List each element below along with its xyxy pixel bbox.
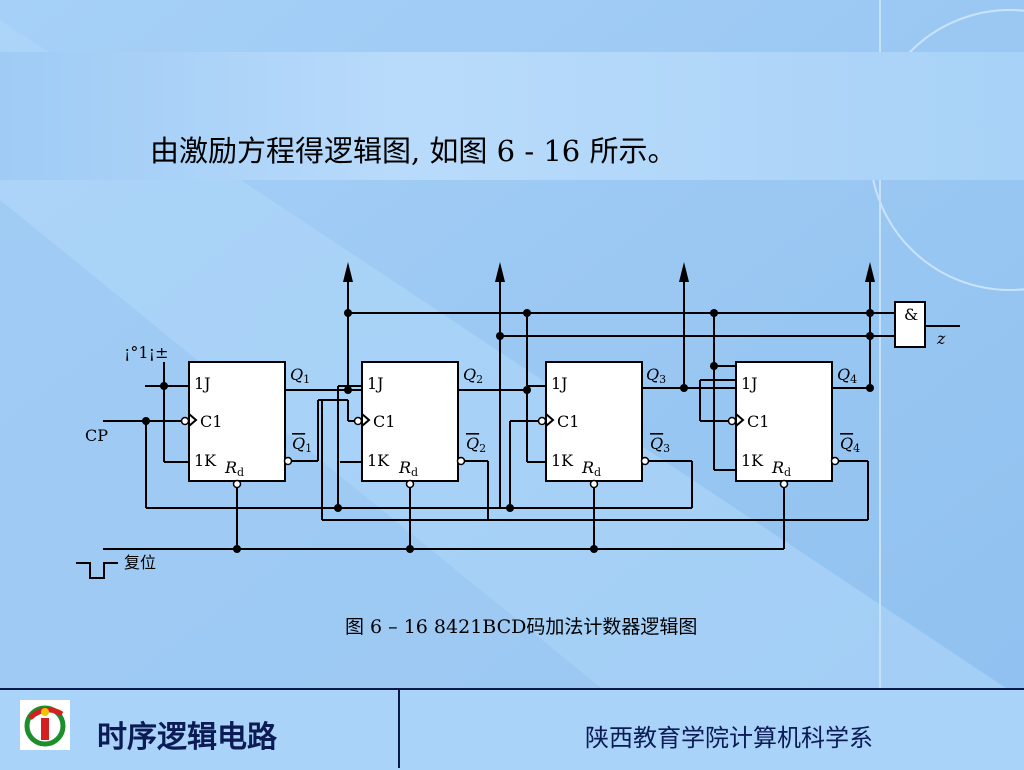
- svg-text:Rd: Rd: [771, 458, 791, 479]
- ff1-rd-sub: d: [237, 466, 244, 479]
- cp-label: CP: [85, 426, 108, 445]
- ff1-qbar-sub: 1: [305, 442, 312, 455]
- ff2-j-label: 1J: [367, 374, 384, 393]
- ff4-k-label: 1K: [741, 451, 764, 470]
- svg-text:Q2: Q2: [463, 365, 483, 386]
- ff4-c-label: C1: [747, 412, 769, 431]
- college-logo-icon: [20, 700, 70, 750]
- flipflop-1-box: [188, 361, 286, 482]
- ff2-q-label: Q: [463, 365, 476, 384]
- ff1-qbar-label: Q: [292, 434, 305, 453]
- ff4-rd-label: R: [771, 458, 784, 477]
- flipflop-4-box: [735, 361, 833, 482]
- ff4-q-label: Q: [837, 365, 850, 384]
- ff3-k-label: 1K: [551, 451, 574, 470]
- logic-diagram: ¡°1¡± CP 复位 & z 1J C1 1K Rd Q1 Q1 1J C1 …: [76, 262, 960, 579]
- ff3-q-label: Q: [646, 365, 659, 384]
- svg-text:Q2: Q2: [466, 434, 486, 455]
- svg-text:Q4: Q4: [840, 434, 860, 455]
- and-gate-label: &: [904, 305, 918, 324]
- ff2-qbar-sub: 2: [479, 442, 486, 455]
- ff4-q-sub: 4: [850, 373, 857, 386]
- output-z-label: z: [936, 329, 946, 348]
- department-name: 陕西教育学院计算机科学系: [585, 724, 873, 752]
- ff1-rd-label: R: [224, 458, 237, 477]
- svg-text:Rd: Rd: [398, 458, 418, 479]
- footer-bar: 时序逻辑电路 陕西教育学院计算机科学系: [0, 688, 1024, 770]
- ff3-q-sub: 3: [659, 373, 666, 386]
- ff1-k-label: 1K: [194, 451, 217, 470]
- ff2-q-sub: 2: [476, 373, 483, 386]
- ff2-rd-label: R: [398, 458, 411, 477]
- ff4-qbar-label: Q: [840, 434, 853, 453]
- and-gate-box: [894, 301, 926, 348]
- svg-text:Q1: Q1: [290, 365, 310, 386]
- title-band: [0, 52, 1024, 180]
- ff1-j-label: 1J: [194, 374, 211, 393]
- ff4-qbar-sub: 4: [853, 442, 860, 455]
- ff4-j-label: 1J: [741, 374, 758, 393]
- ff1-q-sub: 1: [303, 373, 310, 386]
- svg-text:Rd: Rd: [224, 458, 244, 479]
- ff1-q-label: Q: [290, 365, 303, 384]
- ff2-c-label: C1: [373, 412, 395, 431]
- reset-label: 复位: [124, 553, 156, 572]
- ff2-k-label: 1K: [367, 451, 390, 470]
- svg-text:Rd: Rd: [581, 458, 601, 479]
- flipflop-3-box: [545, 361, 643, 482]
- ff3-j-label: 1J: [551, 374, 568, 393]
- one-input-label: ¡°1¡±: [124, 343, 168, 362]
- figure-caption: 图 6 – 16 8421BCD码加法计数器逻辑图: [345, 616, 698, 638]
- svg-text:Q4: Q4: [837, 365, 857, 386]
- course-title: 时序逻辑电路: [97, 720, 277, 755]
- ff3-qbar-label: Q: [650, 434, 663, 453]
- ff3-rd-sub: d: [594, 466, 601, 479]
- ff4-rd-sub: d: [784, 466, 791, 479]
- flipflop-2-box: [361, 361, 459, 482]
- ff3-c-label: C1: [557, 412, 579, 431]
- ff3-qbar-sub: 3: [663, 442, 670, 455]
- footer-left-panel: 时序逻辑电路: [0, 690, 400, 768]
- slide-title: 由激励方程得逻辑图, 如图 6 - 16 所示。: [150, 134, 677, 168]
- ff3-rd-label: R: [581, 458, 594, 477]
- svg-text:Q1: Q1: [292, 434, 312, 455]
- svg-text:Q3: Q3: [646, 365, 666, 386]
- ff2-qbar-label: Q: [466, 434, 479, 453]
- ff2-rd-sub: d: [411, 466, 418, 479]
- svg-text:Q3: Q3: [650, 434, 670, 455]
- ff1-c-label: C1: [200, 412, 222, 431]
